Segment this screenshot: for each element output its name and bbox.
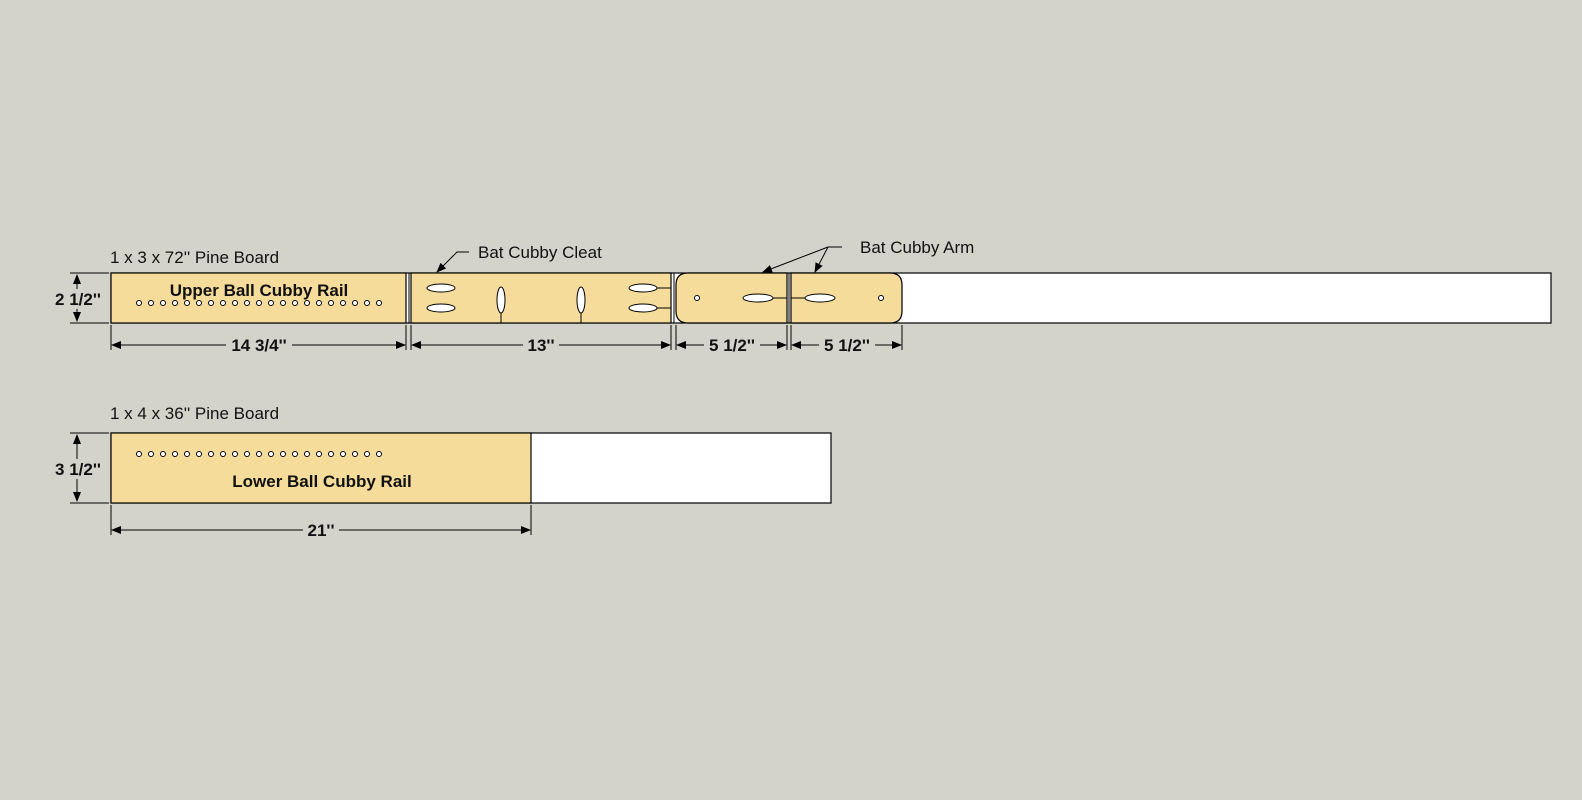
lower-rail-holes xyxy=(136,451,382,457)
drill-hole xyxy=(292,300,298,306)
upper-rail-holes xyxy=(136,300,382,306)
board1-width-dims: 14 3/4'' 13'' 5 1/2'' 5 1/2'' xyxy=(110,325,903,355)
drill-hole xyxy=(148,300,154,306)
drill-hole xyxy=(196,300,202,306)
bat-cubby-cleat xyxy=(410,272,672,324)
drill-hole xyxy=(220,451,226,457)
drill-hole xyxy=(340,451,346,457)
drill-hole xyxy=(316,300,322,306)
drill-hole xyxy=(136,300,142,306)
drill-hole xyxy=(148,451,154,457)
drill-hole xyxy=(256,451,262,457)
drill-hole xyxy=(304,300,310,306)
drill-hole xyxy=(184,300,190,306)
drill-hole xyxy=(256,300,262,306)
callout-bat-cubby-arm: Bat Cubby Arm xyxy=(762,238,974,273)
board2-height-dim: 3 1/2'' xyxy=(50,432,109,504)
board1-height-dim: 2 1/2'' xyxy=(50,272,109,324)
drill-hole xyxy=(208,451,214,457)
drill-hole xyxy=(136,451,142,457)
dim-cleat: 13'' xyxy=(528,336,555,355)
drill-hole xyxy=(364,451,370,457)
drill-hole xyxy=(352,300,358,306)
lower-ball-cubby-rail xyxy=(110,432,532,504)
drill-hole xyxy=(184,451,190,457)
drill-hole xyxy=(232,451,238,457)
drill-hole xyxy=(196,451,202,457)
drill-hole xyxy=(160,451,166,457)
bat-cubby-arm-2 xyxy=(790,272,903,324)
drill-hole xyxy=(340,300,346,306)
upper-ball-cubby-rail xyxy=(110,272,407,324)
drill-hole xyxy=(364,300,370,306)
dim-lower-rail: 21'' xyxy=(308,521,335,540)
dim-arm-1: 5 1/2'' xyxy=(709,336,755,355)
board1-height-label: 2 1/2'' xyxy=(55,290,101,309)
drill-hole xyxy=(160,300,166,306)
upper-rail-label: Upper Ball Cubby Rail xyxy=(170,281,349,300)
drill-hole xyxy=(376,451,382,457)
drill-hole xyxy=(220,300,226,306)
drill-hole xyxy=(208,300,214,306)
drill-hole xyxy=(268,300,274,306)
arm1-holes xyxy=(694,293,787,303)
board-1x4x36: 1 x 4 x 36'' Pine Board Lower Ball Cubby… xyxy=(50,404,832,540)
drill-hole xyxy=(304,451,310,457)
drill-hole xyxy=(328,300,334,306)
drill-hole xyxy=(232,300,238,306)
bat-cubby-arm-1 xyxy=(675,272,788,324)
drill-hole xyxy=(244,451,250,457)
lower-rail-label: Lower Ball Cubby Rail xyxy=(232,472,411,491)
drill-hole xyxy=(244,300,250,306)
cleat-callout-label: Bat Cubby Cleat xyxy=(478,243,602,262)
arm2-holes xyxy=(791,293,884,303)
drill-hole xyxy=(376,300,382,306)
board2-title: 1 x 4 x 36'' Pine Board xyxy=(110,404,279,423)
board-1x3x72: 1 x 3 x 72'' Pine Board Upper Ball Cubby… xyxy=(50,238,1552,355)
drill-hole xyxy=(172,451,178,457)
cleat-slots xyxy=(426,283,671,323)
callout-bat-cubby-cleat: Bat Cubby Cleat xyxy=(436,243,602,273)
drill-hole xyxy=(280,300,286,306)
arm-callout-label: Bat Cubby Arm xyxy=(860,238,974,257)
drill-hole xyxy=(316,451,322,457)
drill-hole xyxy=(268,451,274,457)
drill-hole xyxy=(328,451,334,457)
drill-hole xyxy=(292,451,298,457)
drill-hole xyxy=(352,451,358,457)
board1-title: 1 x 3 x 72'' Pine Board xyxy=(110,248,279,267)
dim-arm-2: 5 1/2'' xyxy=(824,336,870,355)
dim-upper-rail: 14 3/4'' xyxy=(231,336,286,355)
drill-hole xyxy=(280,451,286,457)
board2-width-dim: 21'' xyxy=(110,505,532,540)
drill-hole xyxy=(172,300,178,306)
board2-height-label: 3 1/2'' xyxy=(55,460,101,479)
